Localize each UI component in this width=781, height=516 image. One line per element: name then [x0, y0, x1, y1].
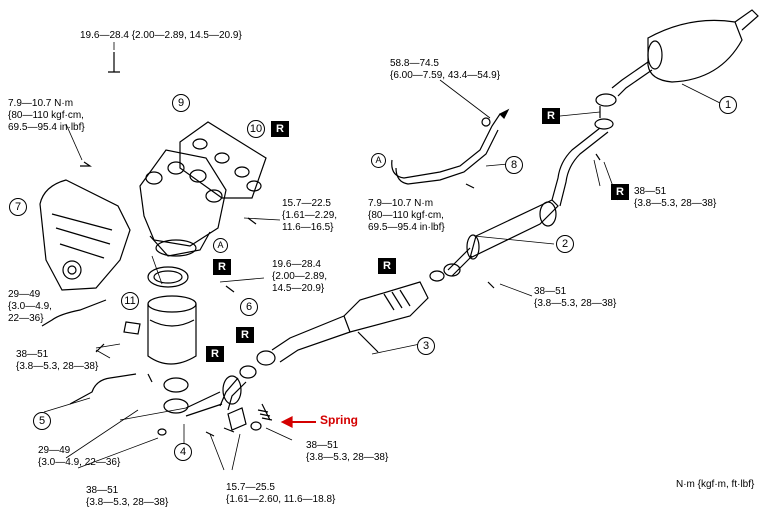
callout-4: 4	[174, 443, 192, 461]
manifold-gasket	[179, 121, 267, 199]
torque-label: 58.8—74.5{6.00—7.59, 43.4—54.9}	[390, 58, 501, 81]
main-silencer	[611, 9, 759, 97]
pipe-8	[391, 113, 501, 185]
catalytic-converter	[271, 281, 429, 363]
torque-label: 29—49{3.0—4.9, 22—36}	[38, 445, 121, 468]
torque-label: 38—51{3.8—5.3, 28—38}	[306, 440, 389, 463]
heat-insulator	[39, 179, 131, 291]
spring-bolt	[250, 403, 273, 431]
replace-part-marker: R	[271, 121, 289, 137]
torque-label: 7.9—10.7 N·m{80—110 kgf·cm,69.5—95.4 in·…	[368, 198, 445, 233]
torque-label: 7.9—10.7 N·m{80—110 kgf·cm,69.5—95.4 in·…	[8, 98, 85, 133]
callout-7: 7	[9, 198, 27, 216]
unit-note: N·m {kgf·m, ft·lbf}	[676, 479, 755, 490]
replace-part-marker: R	[378, 258, 396, 274]
replace-part-marker: R	[542, 108, 560, 124]
replace-part-marker: R	[206, 346, 224, 362]
callout-1: 1	[719, 96, 737, 114]
callout-3: 3	[417, 337, 435, 355]
callout-11: 11	[121, 292, 139, 310]
spring-label: Spring	[320, 413, 358, 427]
callout-8: 8	[505, 156, 523, 174]
torque-label: 38—51{3.8—5.3, 28—38}	[16, 349, 99, 372]
callout-5: 5	[33, 412, 51, 430]
torque-label: 19.6—28.4{2.00—2.89,14.5—20.9}	[272, 259, 328, 294]
callout-9: 9	[172, 94, 190, 112]
torque-label: 29—49{3.0—4.9,22—36}	[8, 289, 52, 324]
presilencer-pipe	[443, 127, 609, 277]
torque-label: 15.7—22.5{1.61—2.29,11.6—16.5}	[282, 198, 338, 233]
callout-6: 6	[240, 298, 258, 316]
replace-part-marker: R	[213, 259, 231, 275]
torque-label: 15.7—25.5{1.61—2.60, 11.6—18.8}	[226, 482, 336, 505]
spring-arrow	[280, 416, 316, 428]
torque-label: 38—51{3.8—5.3, 28—38}	[534, 286, 617, 309]
replace-part-marker: R	[236, 327, 254, 343]
reference-a-marker: A	[213, 238, 228, 253]
torque-label: 38—51{3.8—5.3, 28—38}	[634, 186, 717, 209]
torque-label: 38—51{3.8—5.3, 28—38}	[86, 485, 169, 508]
replace-part-marker: R	[611, 184, 629, 200]
warm-up-catalyst	[147, 266, 197, 365]
callout-10: 10	[247, 120, 265, 138]
reference-a-marker: A	[371, 153, 386, 168]
callout-2: 2	[556, 235, 574, 253]
exhaust-manifold	[139, 149, 227, 257]
rear-flange	[594, 93, 617, 130]
torque-label: 19.6—28.4 {2.00—2.89, 14.5—20.9}	[80, 30, 242, 41]
